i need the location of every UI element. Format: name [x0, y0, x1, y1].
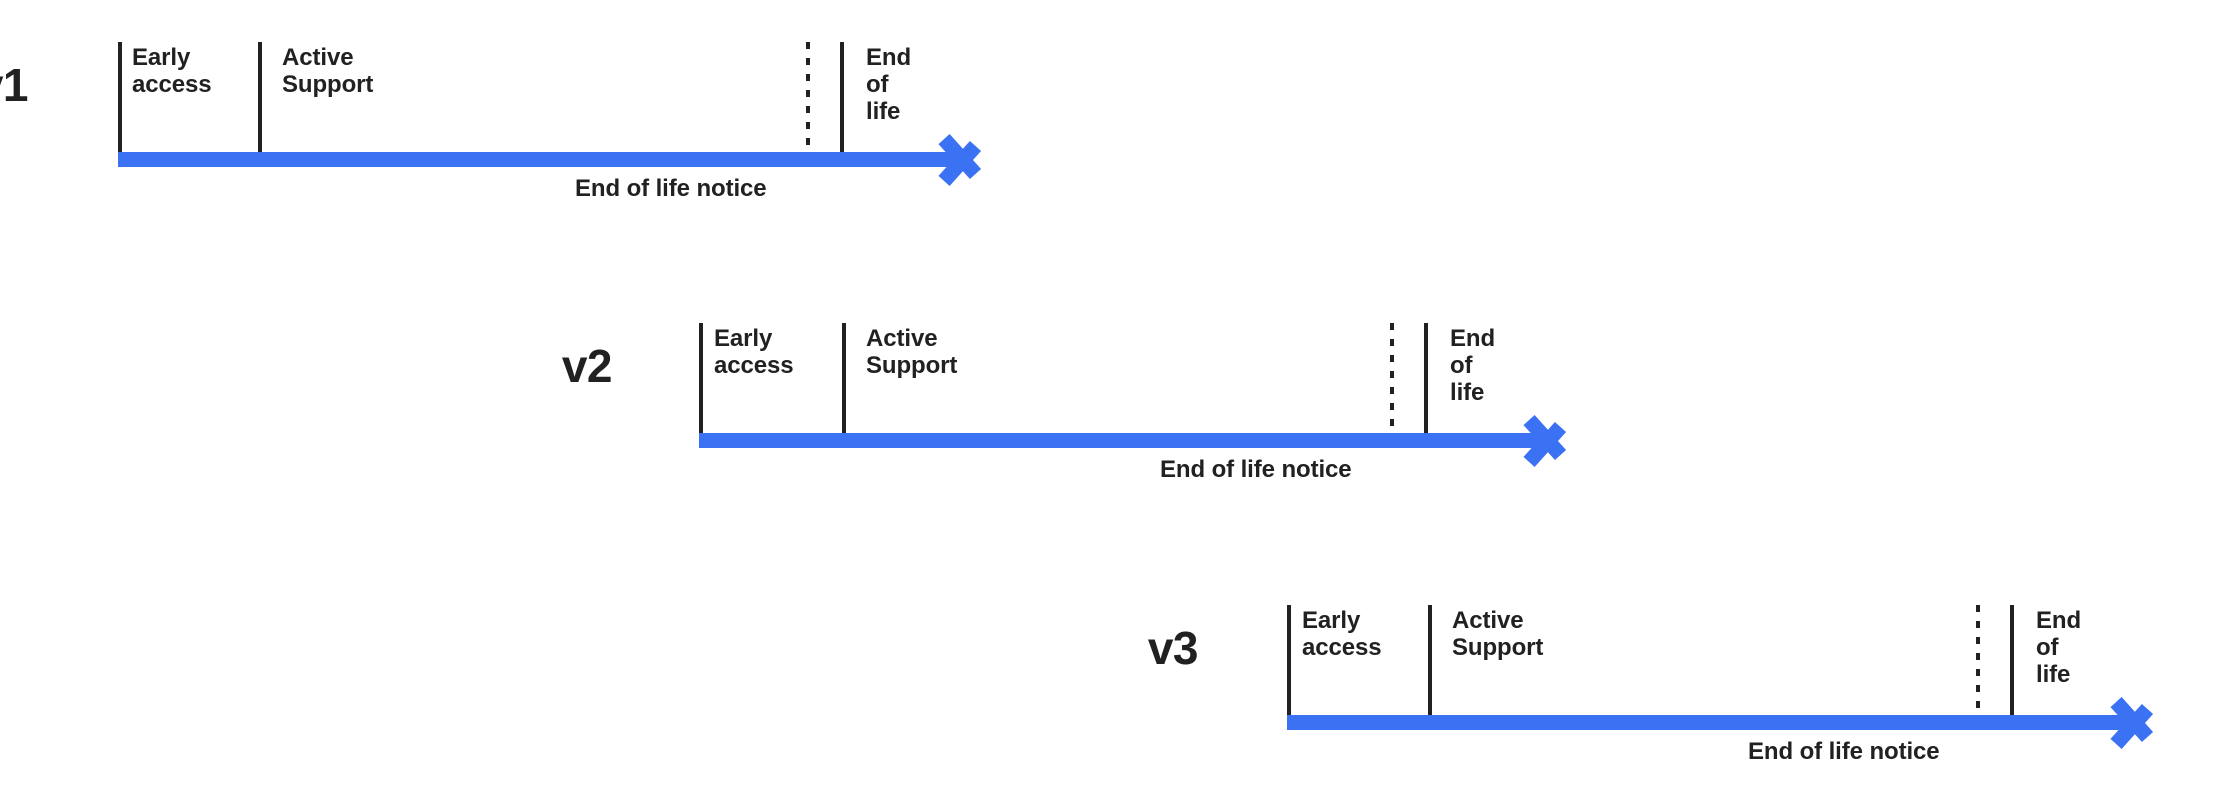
- eol-notice-marker-v2: [1390, 323, 1394, 433]
- timeline-arrow-icon-v2: [1523, 408, 1599, 474]
- eol-notice-marker-v3: [1976, 605, 1980, 715]
- eol-notice-label-v2: End of life notice: [1160, 456, 1352, 483]
- phase-divider-v1-1: [258, 42, 262, 152]
- phase-divider-v1-0: [118, 42, 122, 152]
- phase-label-v1-2: End of life: [866, 44, 912, 126]
- phase-divider-v3-0: [1287, 605, 1291, 715]
- phase-label-v2-0: Early access: [714, 325, 794, 380]
- version-label-v3: v3: [1147, 622, 1199, 674]
- phase-label-v3-1: Active Support: [1452, 607, 1544, 662]
- version-label-v2: v2: [561, 340, 613, 392]
- phase-divider-v3-1: [1428, 605, 1432, 715]
- phase-label-v3-2: End of life: [2036, 607, 2082, 689]
- phase-label-v3-0: Early access: [1302, 607, 1382, 662]
- phase-label-v1-1: Active Support: [282, 44, 374, 99]
- eol-notice-marker-v1: [806, 42, 810, 152]
- timeline-arrow-icon-v3: [2110, 690, 2186, 756]
- phase-label-v1-0: Early access: [132, 44, 212, 99]
- eol-notice-label-v3: End of life notice: [1748, 738, 1940, 765]
- phase-divider-v3-2: [2010, 605, 2014, 715]
- timeline-bar-v2: [699, 433, 1555, 448]
- version-label-v1: v1: [0, 59, 29, 111]
- timeline-bar-v1: [118, 152, 970, 167]
- timeline-arrow-icon-v1: [938, 127, 1014, 193]
- eol-notice-label-v1: End of life notice: [575, 175, 767, 202]
- phase-divider-v1-2: [840, 42, 844, 152]
- phase-divider-v2-2: [1424, 323, 1428, 433]
- phase-divider-v2-1: [842, 323, 846, 433]
- phase-divider-v2-0: [699, 323, 703, 433]
- timeline-bar-v3: [1287, 715, 2142, 730]
- phase-label-v2-1: Active Support: [866, 325, 958, 380]
- phase-label-v2-2: End of life: [1450, 325, 1496, 407]
